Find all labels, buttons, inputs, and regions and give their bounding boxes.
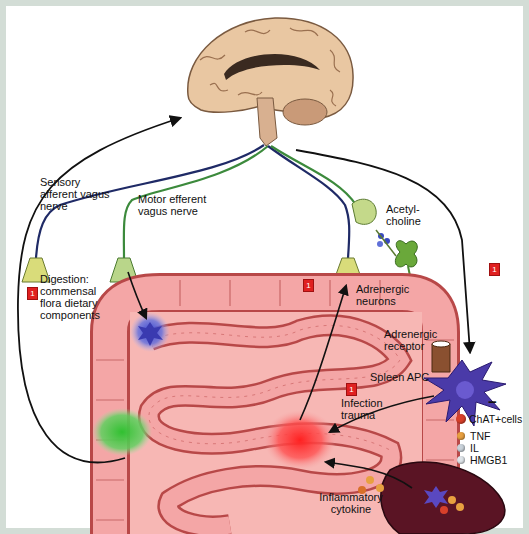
callout-number: 1: [304, 280, 313, 291]
corpus-callosum: [224, 54, 320, 80]
efferent-arrow: [296, 150, 470, 352]
signal-arrow: [300, 286, 346, 420]
cell-label: Spleen APC: [370, 371, 442, 383]
cytokine-label: Inflammatory cytokine: [310, 491, 392, 515]
small-intestine: [149, 325, 400, 526]
afferent-arrow: [18, 118, 180, 462]
spleen: [381, 462, 505, 534]
nerve-label: Motor efferent vagus nerve: [138, 193, 220, 217]
brainstem: [257, 98, 277, 146]
sensory-nerve: [36, 145, 264, 258]
cerebellum: [283, 99, 327, 125]
dendrite: [376, 230, 396, 256]
brain-gyri: [200, 28, 340, 106]
stimulus-label: Digestion: commensal flora dietary compo…: [40, 273, 116, 321]
legend-text: HMGB1: [470, 454, 507, 466]
legend-swatch: [457, 456, 465, 464]
cytokine: [376, 484, 384, 492]
legend-text: TNF: [470, 430, 490, 442]
cytokine: [448, 496, 456, 504]
small-intestine-outline: [149, 325, 400, 526]
receptor-label: Adrenergic receptor: [384, 328, 452, 352]
receptor-top: [432, 341, 450, 347]
apc-arrow: [330, 396, 434, 432]
nerve-label: Sensory afferent vagus nerve: [40, 176, 114, 212]
apc-nucleus: [456, 381, 474, 399]
right-nerve: [268, 146, 349, 258]
legend-text: IL: [470, 442, 479, 454]
legend-swatch: [456, 414, 466, 424]
cytokine: [456, 503, 464, 511]
intestine-bed: [130, 312, 422, 534]
cholinergic-terminal: [352, 199, 376, 224]
legend-swatch: [457, 444, 465, 452]
spleen-cell: [424, 486, 448, 508]
callout-number: 1: [347, 384, 356, 395]
cytokine-arrow: [326, 462, 412, 488]
cytokine: [440, 506, 448, 514]
stimulus-label: Infection trauma: [341, 397, 391, 421]
adrenergic-receptor: [432, 344, 450, 372]
neuron-label: Adrenergic neurons: [356, 283, 424, 307]
callout-box: 1: [489, 263, 500, 276]
motor-arrow: [128, 272, 146, 318]
legend-text: ChAT+cells: [469, 413, 522, 425]
transmitter-label: Acetyl-choline: [386, 203, 434, 227]
adrenergic-neuron: [395, 241, 417, 267]
immune-cell-glow: [130, 312, 170, 352]
efferent-nerve: [271, 146, 356, 205]
motor-nerve: [124, 146, 268, 258]
immune-cell: [138, 322, 163, 346]
cytokine: [366, 476, 374, 484]
callout-box: 1: [27, 287, 38, 300]
inhibition-sign: −: [488, 396, 504, 408]
callout-number: 1: [490, 264, 499, 275]
callout-number: 1: [28, 288, 37, 299]
acetylcholine-vesicle: [377, 241, 383, 247]
commensal-flora: [92, 408, 152, 456]
callout-box: 1: [303, 279, 314, 292]
callout-box: 1: [346, 383, 357, 396]
legend-swatch: [457, 432, 465, 440]
